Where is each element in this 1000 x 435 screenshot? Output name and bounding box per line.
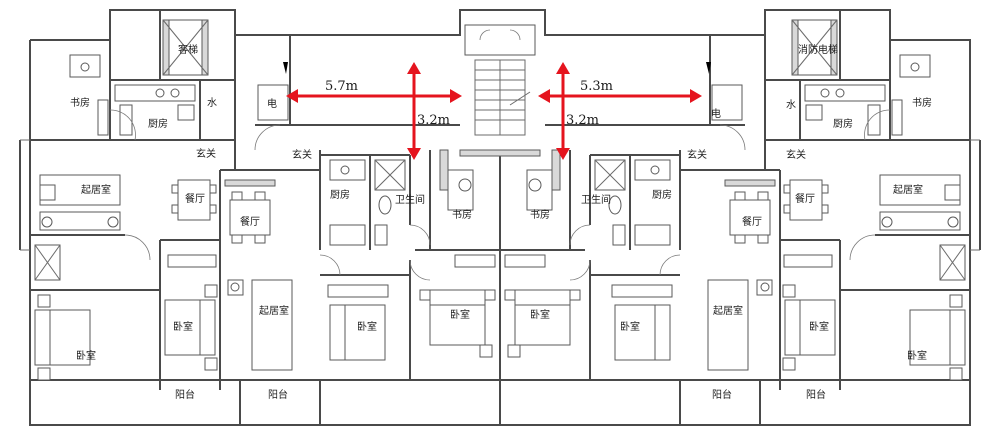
dimension-arrows-left bbox=[286, 62, 462, 160]
label-study-right: 书房 bbox=[912, 96, 932, 109]
dim-left-height: 3.2m bbox=[417, 113, 450, 128]
dim-right-height: 3.2m bbox=[566, 113, 599, 128]
marker-right-wedge bbox=[706, 62, 711, 74]
label-bathroom-left: 卫生间 bbox=[395, 193, 425, 206]
arrowhead-right-s bbox=[556, 148, 570, 160]
label-dining-right-2: 餐厅 bbox=[742, 215, 762, 228]
interior-walls-left bbox=[30, 10, 501, 425]
label-bedroom-right-2: 卧室 bbox=[809, 320, 829, 333]
label-bedroom-right-4: 卧室 bbox=[530, 308, 550, 321]
label-foyer-left-2: 玄关 bbox=[292, 148, 312, 161]
arrowhead-right-e bbox=[690, 89, 702, 103]
label-bedroom-left-3: 卧室 bbox=[357, 320, 377, 333]
elevator-right bbox=[791, 19, 838, 76]
outer-walls bbox=[19, 9, 981, 426]
dim-left-width: 5.7m bbox=[325, 79, 358, 94]
label-bedroom-left-1: 卧室 bbox=[76, 349, 96, 362]
label-kitchen-right-2: 厨房 bbox=[652, 188, 672, 201]
arrowhead-left-s bbox=[407, 148, 421, 160]
label-dining-left-1: 餐厅 bbox=[185, 192, 205, 205]
label-water-left: 水 bbox=[207, 97, 217, 109]
arrowhead-right-n bbox=[556, 62, 570, 74]
label-foyer-right-2: 玄关 bbox=[687, 148, 707, 161]
label-elevator-right: 消防电梯 bbox=[798, 43, 838, 56]
label-study-left: 书房 bbox=[70, 96, 90, 109]
label-study-right-2: 书房 bbox=[530, 208, 550, 221]
arrowhead-left-n bbox=[407, 62, 421, 74]
label-electric-left: 电 bbox=[267, 97, 277, 110]
arrowhead-left-e bbox=[450, 89, 462, 103]
label-dining-right-1: 餐厅 bbox=[795, 192, 815, 205]
label-dining-left-2: 餐厅 bbox=[240, 215, 260, 228]
dimension-arrows-right bbox=[538, 62, 702, 160]
label-foyer-left-1: 玄关 bbox=[196, 147, 216, 160]
label-elevator-left: 客梯 bbox=[178, 43, 198, 56]
furniture-left bbox=[34, 54, 496, 381]
door-swings bbox=[109, 109, 891, 281]
label-bedroom-left-2: 卧室 bbox=[173, 320, 193, 333]
label-living-right: 起居室 bbox=[893, 183, 923, 196]
elevator-left bbox=[162, 19, 209, 76]
label-living-right-2: 起居室 bbox=[713, 304, 743, 317]
marker-left-wedge bbox=[283, 62, 288, 74]
label-living-left: 起居室 bbox=[81, 183, 111, 196]
label-kitchen-left-2: 厨房 bbox=[330, 188, 350, 201]
label-foyer-right-1: 玄关 bbox=[786, 148, 806, 161]
arrowhead-left-w bbox=[286, 89, 298, 103]
stairwell bbox=[459, 24, 541, 157]
label-balcony-left-2: 阳台 bbox=[268, 388, 288, 401]
label-balcony-right-1: 阳台 bbox=[712, 388, 732, 401]
label-bedroom-right-1: 卧室 bbox=[907, 349, 927, 362]
label-balcony-right-2: 阳台 bbox=[806, 388, 826, 401]
arrowhead-right-w bbox=[538, 89, 550, 103]
label-bedroom-right-3: 卧室 bbox=[620, 320, 640, 333]
label-living-left-2: 起居室 bbox=[259, 304, 289, 317]
label-balcony-left-1: 阳台 bbox=[175, 388, 195, 401]
label-bedroom-left-4: 卧室 bbox=[450, 308, 470, 321]
dim-right-width: 5.3m bbox=[580, 79, 613, 94]
furniture-right bbox=[504, 54, 966, 381]
label-kitchen-right: 厨房 bbox=[833, 117, 853, 130]
label-kitchen-left: 厨房 bbox=[148, 117, 168, 130]
label-bathroom-right: 卫生间 bbox=[581, 193, 611, 206]
label-electric-right: 电 bbox=[711, 107, 721, 120]
label-water-right: 水 bbox=[786, 99, 796, 111]
label-study-left-2: 书房 bbox=[452, 208, 472, 221]
